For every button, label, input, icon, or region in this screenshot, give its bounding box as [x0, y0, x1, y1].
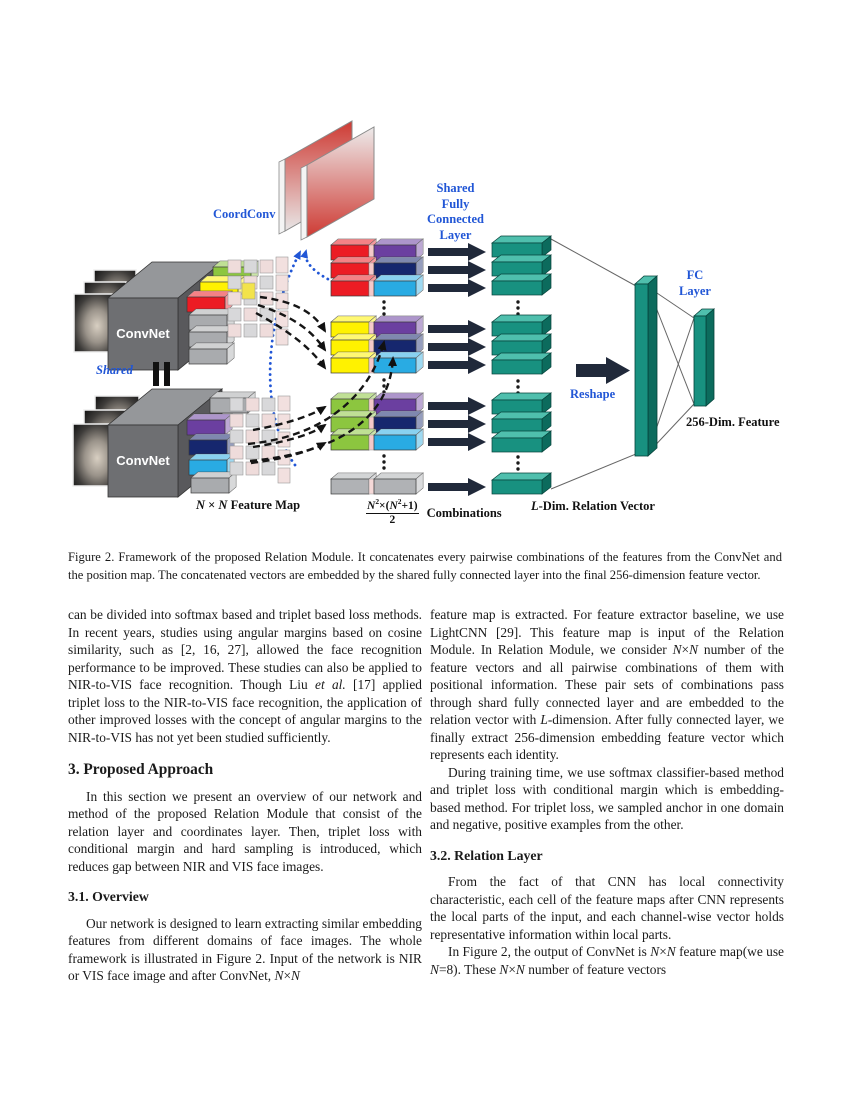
- pairing-dashed-arrows: [247, 295, 398, 465]
- ellipsis-dots: [382, 300, 386, 316]
- combo-group-green: [330, 392, 424, 451]
- feature-256-bar: [692, 308, 716, 407]
- reshape-arrow: [576, 357, 630, 384]
- fc-layer-line: Layer: [679, 283, 711, 298]
- combinations-formula: N2×(N2+1) 2 Combinations: [366, 498, 502, 527]
- fraction-numerator: N2×(N2+1): [366, 498, 419, 515]
- feature-grid-top: [227, 256, 289, 346]
- feature-256-label: 256-Dim. Feature: [686, 415, 780, 429]
- convnet-label-bottom: ConvNet: [116, 453, 170, 468]
- figure-2-diagram: CoordConv Shared Fully Connected Layer S…: [0, 0, 850, 545]
- coord-plane-front: [306, 126, 375, 238]
- coordconv-planes: [278, 120, 375, 241]
- feature-grid-bottom: [229, 395, 291, 484]
- relation-vector-label: L-Dim. Relation Vector: [531, 499, 655, 513]
- feature-bar-navy: [188, 433, 235, 456]
- paragraph: From the fact of that CNN has local conn…: [430, 874, 784, 942]
- left-column: can be divided into softmax based and tr…: [68, 606, 422, 985]
- combinations-label: Combinations: [426, 506, 502, 521]
- paragraph: During training time, we use softmax cla…: [430, 764, 784, 833]
- reshaped-vector-bar: [633, 275, 659, 457]
- paragraph: In Figure 2, the output of ConvNet is N×…: [430, 944, 784, 977]
- ellipsis-dots: [516, 300, 520, 316]
- fraction-denominator: 2: [389, 514, 396, 527]
- feature-bar-gray: [190, 471, 237, 494]
- right-column: feature map is extracted. For feature ex…: [430, 606, 784, 978]
- relation-vector-stacks: [491, 235, 552, 495]
- ellipsis-dots: [516, 455, 520, 471]
- shared-fc-line: Fully: [441, 196, 470, 211]
- subsection-heading-overview: 3.1. Overview: [68, 889, 149, 904]
- paragraph: can be divided into softmax based and tr…: [68, 607, 422, 745]
- coord-plane-edge: [300, 164, 308, 241]
- shared-fc-line: Shared: [436, 181, 475, 195]
- ellipsis-dots: [516, 379, 520, 395]
- shared-fc-line: Connected: [427, 212, 484, 226]
- combination-stacks: [330, 238, 424, 495]
- paragraph: In this section we present an overview o…: [68, 788, 422, 874]
- shared-weights-equals: [153, 362, 170, 386]
- feature-map-bottom: [186, 391, 291, 494]
- shared-fc-label: Shared Fully Connected Layer: [413, 181, 498, 243]
- ellipsis-dots: [382, 378, 386, 394]
- ellipsis-dots: [382, 454, 386, 470]
- subsection-heading-relation-layer: 3.2. Relation Layer: [430, 847, 543, 863]
- coord-plane-edge: [278, 158, 286, 235]
- architecture-diagram: [72, 120, 716, 498]
- fc-layer-label: FC Layer: [661, 268, 729, 299]
- section-heading-proposed-approach: 3. Proposed Approach: [68, 761, 214, 778]
- feature-map-label: N × N Feature Map: [196, 498, 301, 512]
- shared-fc-line: Layer: [439, 227, 472, 242]
- convnet-label-top: ConvNet: [116, 326, 170, 341]
- fraction: N2×(N2+1) 2: [366, 498, 419, 527]
- paragraph: feature map is extracted. For feature ex…: [430, 607, 784, 762]
- shared-fc-arrows: [428, 243, 486, 496]
- selected-cell-yellow: [241, 282, 256, 300]
- feature-bar-purple: [186, 413, 233, 436]
- shared-label: Shared: [96, 363, 133, 377]
- figure-caption: Figure 2. Framework of the proposed Rela…: [68, 550, 782, 583]
- combo-group-yellow: [330, 315, 424, 374]
- reshape-label: Reshape: [570, 387, 616, 401]
- combo-pair-gray: [330, 472, 424, 495]
- paragraph: Our network is designed to learn extract…: [68, 915, 422, 984]
- fc-layer-line: FC: [686, 268, 704, 282]
- feature-bar-gray: [188, 342, 235, 365]
- combo-group-red: [330, 238, 424, 297]
- feature-map-top: [186, 256, 289, 365]
- coordconv-label: CoordConv: [213, 207, 276, 221]
